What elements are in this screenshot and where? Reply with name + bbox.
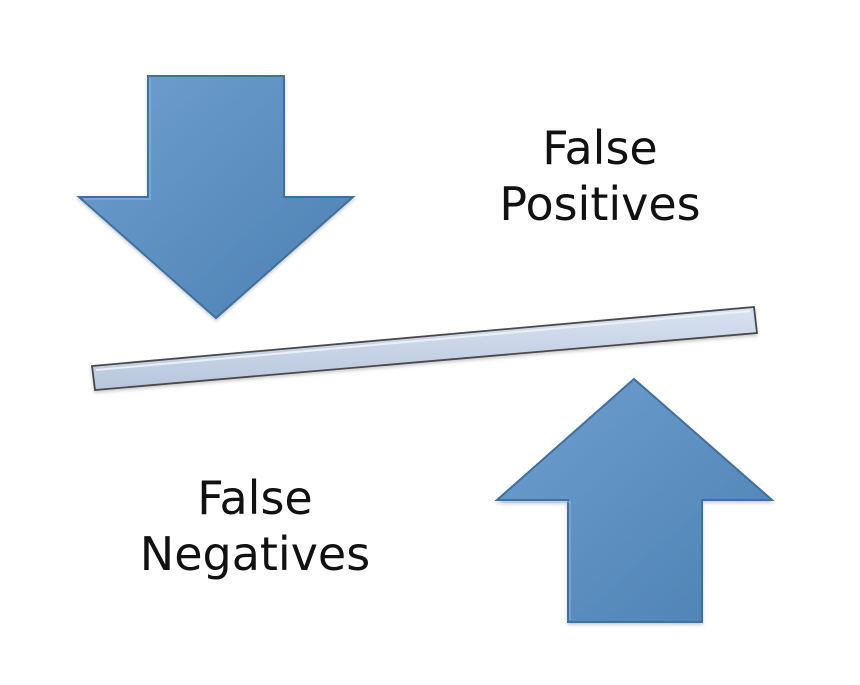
down-arrow-icon	[76, 75, 356, 320]
false-positives-line-1: False	[542, 121, 658, 175]
up-arrow-icon	[494, 377, 775, 623]
false-negatives-line-1: False	[197, 471, 313, 525]
false-negatives-line-2: Negatives	[139, 527, 371, 581]
false-positives-label: False Positives	[470, 120, 730, 232]
false-negatives-label: False Negatives	[115, 470, 395, 582]
balance-beam	[90, 306, 759, 391]
false-positives-line-2: Positives	[499, 177, 701, 231]
